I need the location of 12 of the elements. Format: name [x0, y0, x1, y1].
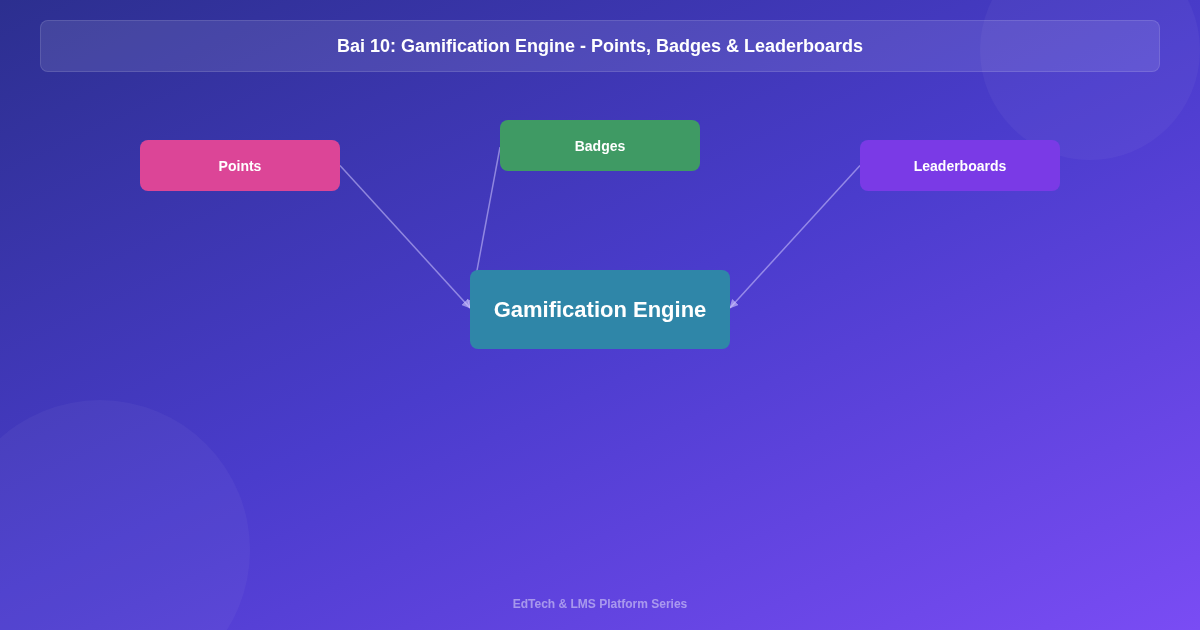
category-box — [140, 140, 340, 191]
category-box — [860, 140, 1060, 191]
node-label: Badges — [574, 137, 626, 154]
node-label: Points — [218, 157, 262, 174]
node-label: Leaderboards — [913, 157, 1007, 174]
title-bar: Bai 10: Gamification Engine - Points, Badges & Leaderboards — [40, 20, 1160, 72]
engine-box — [470, 270, 730, 349]
category-box — [500, 120, 700, 171]
node-label: Gamification Engine — [493, 296, 707, 323]
arrow — [339, 164, 471, 309]
footer-text: EdTech & LMS Platform Series — [511, 597, 689, 611]
arrow — [729, 164, 861, 309]
